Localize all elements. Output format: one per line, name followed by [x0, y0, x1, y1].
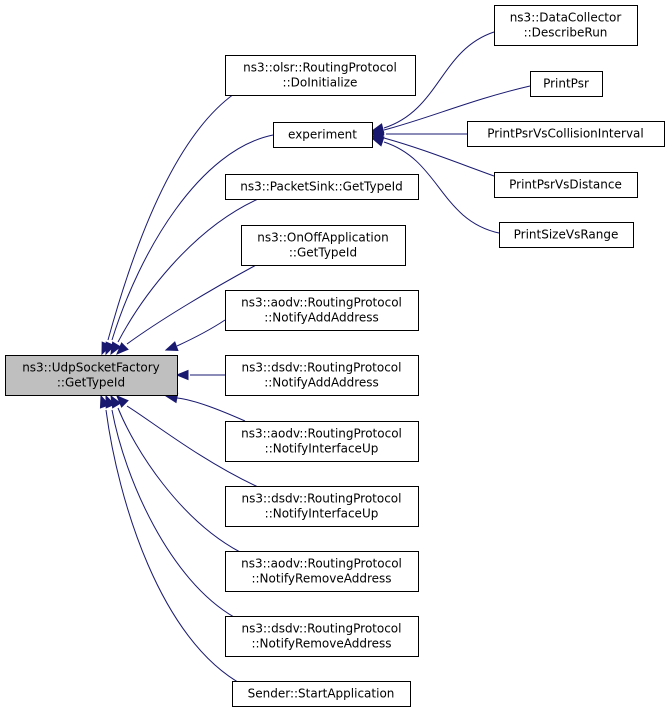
- node-label-line: ::NotifyInterfaceUp: [265, 507, 379, 521]
- edge-n4-n0: [116, 263, 259, 355]
- node-label-line: ::NotifyRemoveAddress: [251, 637, 391, 651]
- edge-line: [176, 397, 246, 422]
- node-box[interactable]: [467, 121, 665, 147]
- node-box[interactable]: [225, 174, 419, 200]
- edge-n1-n0: [101, 93, 235, 356]
- caller-node[interactable]: PrintPsr: [530, 71, 603, 97]
- caller-node[interactable]: PrintPsrVsDistance: [494, 172, 638, 198]
- node-label-line: ns3::olsr::RoutingProtocol: [243, 61, 397, 75]
- node-box[interactable]: [494, 172, 638, 198]
- caller-node[interactable]: ns3::PacketSink::GetTypeId: [225, 174, 419, 200]
- caller-node[interactable]: ns3::aodv::RoutingProtocol::NotifyInterf…: [225, 421, 419, 462]
- edge-arrowhead: [370, 136, 385, 147]
- edge-arrowhead: [99, 394, 110, 409]
- edge-line: [383, 141, 500, 234]
- node-box[interactable]: [225, 616, 419, 657]
- edge-line: [383, 31, 495, 129]
- node-label-line: PrintPsrVsCollisionInterval: [487, 127, 644, 141]
- edge-n8-n0: [116, 395, 259, 488]
- caller-node[interactable]: experiment: [273, 122, 373, 148]
- node-label-line: ::NotifyAddAddress: [264, 376, 379, 390]
- node-label-line: experiment: [288, 128, 357, 142]
- caller-node[interactable]: PrintSizeVsRange: [499, 222, 634, 248]
- node-label-line: PrintPsr: [543, 77, 589, 91]
- edge-n5-n0: [164, 319, 226, 351]
- node-label-line: ::GetTypeId: [57, 376, 125, 390]
- caller-node[interactable]: ns3::dsdv::RoutingProtocol::NotifyInterf…: [225, 486, 419, 527]
- edge-n14-n2: [370, 128, 467, 140]
- node-label-line: ::GetTypeId: [289, 246, 357, 260]
- edge-line: [126, 405, 259, 488]
- node-label-line: ns3::UdpSocketFactory: [22, 361, 160, 375]
- caller-node[interactable]: ns3::OnOffApplication::GetTypeId: [241, 225, 406, 266]
- node-box[interactable]: [225, 355, 419, 396]
- caller-node[interactable]: ns3::dsdv::RoutingProtocol::NotifyAddAdd…: [225, 355, 419, 396]
- edge-n6-n0: [175, 369, 225, 381]
- node-label-line: ns3::PacketSink::GetTypeId: [240, 180, 403, 194]
- node-label-line: ns3::dsdv::RoutingProtocol: [242, 492, 402, 506]
- node-box[interactable]: [499, 222, 634, 248]
- node-box[interactable]: [494, 5, 638, 46]
- caller-node[interactable]: Sender::StartApplication: [232, 681, 411, 707]
- caller-node[interactable]: ns3::aodv::RoutingProtocol::NotifyAddAdd…: [225, 290, 419, 331]
- node-box[interactable]: [225, 55, 416, 96]
- edge-line: [383, 85, 531, 131]
- node-label-line: ns3::dsdv::RoutingProtocol: [242, 361, 402, 375]
- edges-layer: [99, 31, 531, 686]
- edge-n11-n0: [99, 394, 244, 686]
- node-label-line: ns3::aodv::RoutingProtocol: [241, 427, 402, 441]
- edge-n16-n2: [370, 136, 500, 234]
- edge-line: [117, 198, 259, 343]
- node-label-line: ::NotifyRemoveAddress: [251, 572, 391, 586]
- root-node[interactable]: ns3::UdpSocketFactory::GetTypeId: [5, 355, 178, 396]
- node-label-line: ns3::OnOffApplication: [257, 231, 388, 245]
- caller-node[interactable]: ns3::aodv::RoutingProtocol::NotifyRemove…: [225, 551, 419, 592]
- node-label-line: Sender::StartApplication: [248, 687, 395, 701]
- edge-n3-n0: [110, 198, 259, 356]
- node-box[interactable]: [225, 421, 419, 462]
- node-box[interactable]: [225, 551, 419, 592]
- caller-node[interactable]: ns3::olsr::RoutingProtocol::DoInitialize: [225, 55, 416, 96]
- node-box[interactable]: [241, 225, 406, 266]
- node-label-line: ::DoInitialize: [283, 76, 358, 90]
- node-box[interactable]: [232, 681, 411, 707]
- edge-arrowhead: [164, 341, 179, 351]
- edge-n7-n0: [164, 392, 246, 422]
- node-label-line: ns3::DataCollector: [510, 11, 622, 25]
- edge-line: [111, 134, 274, 341]
- node-box[interactable]: [273, 122, 373, 148]
- edge-line: [107, 93, 235, 341]
- edge-arrowhead: [116, 395, 129, 408]
- edge-arrowhead: [110, 341, 122, 356]
- caller-node[interactable]: ns3::DataCollector::DescribeRun: [494, 5, 638, 46]
- node-label-line: PrintSizeVsRange: [514, 228, 619, 242]
- edge-n10-n0: [105, 394, 235, 618]
- edge-arrowhead: [116, 342, 129, 355]
- node-box[interactable]: [225, 486, 419, 527]
- edge-line: [126, 263, 259, 345]
- node-label-line: ::NotifyAddAddress: [264, 311, 379, 325]
- edge-arrowhead: [175, 369, 189, 381]
- edge-line: [176, 319, 226, 347]
- node-label-line: PrintPsrVsDistance: [509, 178, 622, 192]
- node-label-line: ::NotifyInterfaceUp: [265, 442, 379, 456]
- node-label-line: ::DescribeRun: [524, 26, 608, 40]
- caller-node[interactable]: ns3::dsdv::RoutingProtocol::NotifyRemove…: [225, 616, 419, 657]
- nodes-layer: ns3::UdpSocketFactory::GetTypeId ns3::ols…: [5, 5, 665, 707]
- node-label-line: ns3::aodv::RoutingProtocol: [241, 296, 402, 310]
- node-box[interactable]: [5, 355, 178, 396]
- edge-line: [383, 137, 495, 177]
- node-label-line: ns3::aodv::RoutingProtocol: [241, 557, 402, 571]
- edge-line: [117, 407, 241, 553]
- node-box[interactable]: [225, 290, 419, 331]
- edge-line: [111, 409, 235, 618]
- caller-node[interactable]: PrintPsrVsCollisionInterval: [467, 121, 665, 147]
- edge-line: [105, 409, 244, 686]
- node-box[interactable]: [530, 71, 603, 97]
- node-label-line: ns3::dsdv::RoutingProtocol: [242, 622, 402, 636]
